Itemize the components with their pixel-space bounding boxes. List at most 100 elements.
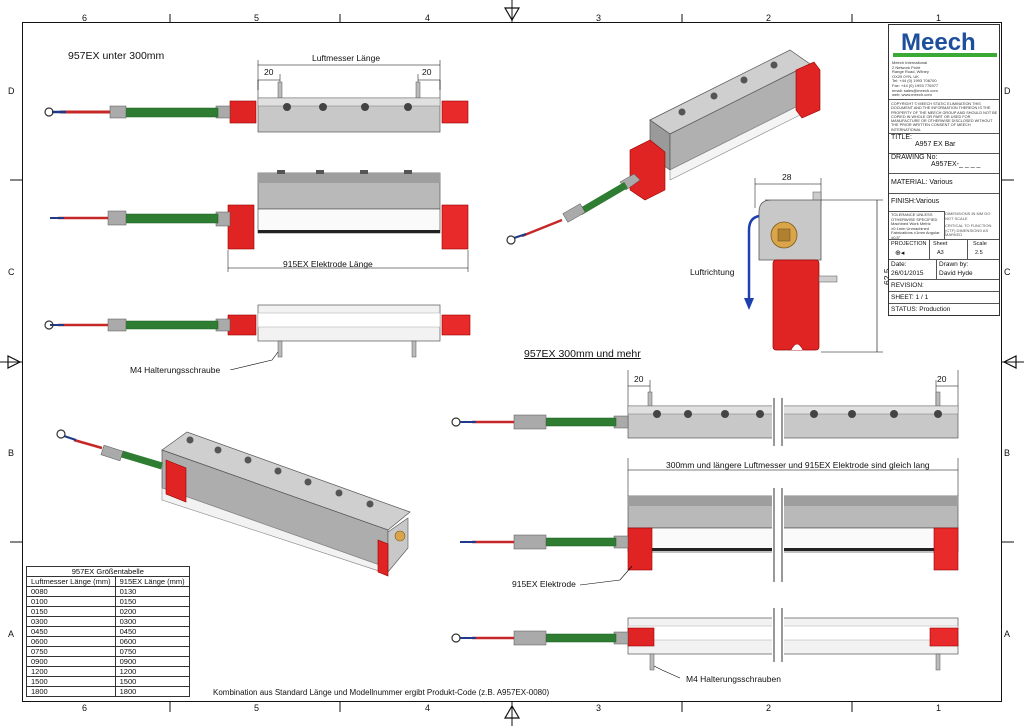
drawn-label: Drawn by:: [939, 261, 969, 268]
drawing-row: DRAWING No: A957EX-_ _ _ _: [889, 153, 999, 173]
cell: 0150: [114, 596, 190, 607]
zone-top-5: 5: [254, 13, 260, 23]
finish-value: Various: [915, 198, 940, 205]
cell: 0750: [26, 646, 116, 657]
finish-row: FINISH:Various: [889, 193, 999, 211]
label-gleich-lang: 300mm und längere Luftmesser und 915EX E…: [666, 460, 930, 470]
cell: 0150: [26, 606, 116, 617]
label-luftrichtung: Luftrichtung: [690, 267, 735, 277]
drawing-value: A957EX-_ _ _ _: [931, 161, 981, 168]
footer-note: Kombination aus Standard Länge und Model…: [213, 688, 550, 697]
date-value: 26/01/2015: [891, 270, 924, 277]
heading-300-and-more: 957EX 300mm und mehr: [524, 348, 641, 360]
small-bar-bottom-view: [44, 304, 471, 370]
label-m4-halterungsschrauben: M4 Halterungsschrauben: [686, 674, 781, 684]
revision-row: REVISION:: [889, 279, 999, 291]
title-value: A957 EX Bar: [915, 141, 956, 148]
zone-left-c: C: [8, 267, 15, 277]
cell: 1500: [26, 676, 116, 687]
drawing-label: DRAWING No:: [891, 154, 938, 161]
zone-top-4: 4: [425, 13, 431, 23]
address-line: email: sales@meech.com: [892, 87, 938, 93]
copyright-note: COPYRIGHT © MEECH STATIC ELIMINATION THI…: [889, 99, 999, 133]
cell: 1800: [26, 686, 116, 697]
sheet-label: Sheet: [933, 241, 948, 247]
address-line: Fax: +44 (0) 1993 776977: [892, 82, 939, 88]
date-row: Date: 26/01/2015 Drawn by: David Hyde: [889, 259, 999, 280]
small-bar-top-view: [44, 60, 469, 133]
address-line: Meech International: [892, 60, 928, 65]
projection-row: PROJECTION ⊕◂ Sheet A3 Scale 2.5: [889, 239, 999, 260]
dim-28: 28: [782, 172, 792, 182]
heading-under-300: 957EX unter 300mm: [68, 50, 165, 62]
cell: 0080: [26, 586, 116, 597]
zone-top-3: 3: [596, 13, 602, 23]
address-line: OX29 0YN, UK: [892, 73, 919, 79]
size-table: 957EX Größentabelle Luftmesser Länge (mm…: [26, 566, 190, 697]
iso-view-large: [56, 429, 411, 577]
tolerance-note: TOLERANCE UNLESS OTHERWISE SPECIFIED Mac…: [889, 211, 944, 240]
zone-bottom-2: 2: [766, 703, 772, 713]
small-bar-views: [44, 60, 471, 370]
finish-label: FINISH:: [891, 198, 916, 205]
drawing-frame: [22, 22, 1002, 702]
iso-view-small: [506, 49, 821, 245]
cell: 0300: [26, 616, 116, 627]
zone-bottom-5: 5: [254, 703, 260, 713]
zone-bottom-1: 1: [936, 703, 942, 713]
cell: 0100: [26, 596, 116, 607]
cell: 0900: [114, 656, 190, 667]
cell: 0300: [114, 616, 190, 627]
size-table-header: Luftmesser Länge (mm): [26, 576, 116, 587]
cell: 0750: [114, 646, 190, 657]
cell: 0600: [26, 636, 116, 647]
title-label: TITLE:: [891, 134, 913, 141]
address-line: web: www.meech.com: [892, 92, 932, 98]
cell: 0600: [114, 636, 190, 647]
zone-bottom-4: 4: [425, 703, 431, 713]
projection-icon: ⊕◂: [895, 250, 905, 257]
critical-note: CRITICAL TO FUNCTION (CTF) DIMENSIONS AS…: [945, 223, 992, 238]
scale-value: 2.5: [975, 250, 983, 256]
address-line: Range Road, Witney: [892, 69, 929, 75]
label-m4-halterungsschraube: M4 Halterungsschraube: [130, 365, 221, 375]
zone-top-2: 2: [766, 13, 772, 23]
cell: 0130: [114, 586, 190, 597]
cell: 1200: [114, 666, 190, 677]
zone-top-1: 1: [936, 13, 942, 23]
company-address: Meech International 2 Network Point Rang…: [892, 60, 996, 98]
cell: 1200: [26, 666, 116, 677]
cell: 0450: [114, 626, 190, 637]
long-bar-views: [451, 370, 959, 679]
dim-20-right: 20: [422, 67, 432, 77]
cell: 0200: [114, 606, 190, 617]
material-row: MATERIAL: Various: [889, 173, 999, 193]
title-block: Meech Meech International 2 Network Poin…: [888, 24, 1000, 316]
address-line: Tel: +44 (0) 1993 706700: [892, 78, 937, 84]
zone-left-d: D: [8, 86, 15, 96]
status-row: STATUS: Production: [889, 303, 999, 315]
sheet-value: A3: [937, 250, 944, 256]
logo-text: Meech: [901, 29, 976, 56]
zone-left-a: A: [8, 629, 15, 639]
zone-top-6: 6: [82, 13, 88, 23]
address-line: 2 Network Point: [892, 64, 921, 70]
cell: 1500: [114, 676, 190, 687]
zone-right-c: C: [1004, 267, 1011, 277]
material-label: MATERIAL:: [891, 179, 928, 186]
drawn-value: David Hyde: [939, 270, 973, 277]
material-value: Various: [929, 179, 953, 186]
zone-bottom-6: 6: [82, 703, 88, 713]
side-profile-view: [744, 178, 883, 353]
dims-note: DIMENSIONS IN MM DO NOT SCALE CRITICAL T…: [945, 211, 997, 238]
